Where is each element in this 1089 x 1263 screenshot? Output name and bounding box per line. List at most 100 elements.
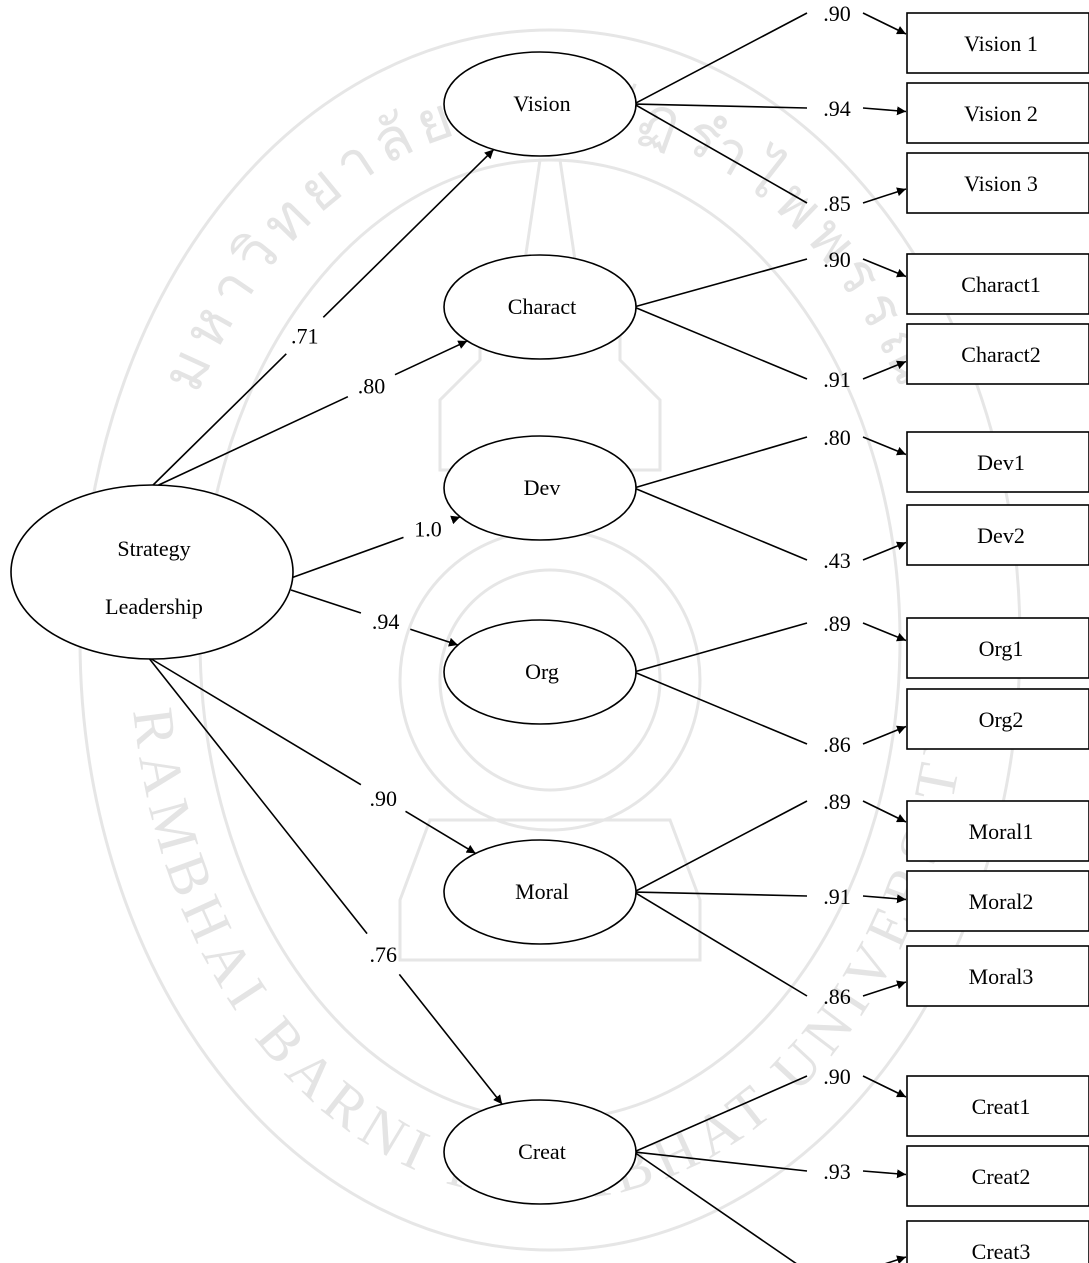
strategy-leadership-node — [10, 484, 294, 660]
coefficient-labels: .71.90.94.85.80.90.911.0.80.43.94.89.86.… — [291, 1, 851, 1263]
arrow-to-dev1 — [862, 436, 907, 456]
indicator-box-moral3 — [906, 945, 1089, 1007]
indicator-box-creat3 — [906, 1220, 1089, 1263]
loading-vision-1: .90 — [823, 1, 851, 26]
path-charact-to-charact1 — [633, 258, 808, 308]
loading-moral3: .86 — [823, 984, 851, 1009]
path-moral-to-moral2 — [633, 891, 808, 897]
path-creat-to-creat1 — [633, 1075, 808, 1153]
path-vision-to-vision-3 — [633, 103, 808, 204]
path-org-to-org2 — [633, 671, 808, 745]
indicator-label-moral2: Moral2 — [969, 889, 1034, 914]
path-root-to-org-arrow — [410, 628, 459, 647]
path-root-to-creat-a — [147, 656, 368, 935]
indicator-label-org1: Org1 — [979, 636, 1024, 661]
indicator-box-charact2 — [906, 323, 1089, 385]
factor-node-charact — [443, 254, 637, 360]
arrow-to-creat1 — [862, 1075, 907, 1098]
path-dev-to-dev1 — [633, 436, 808, 489]
arrow-to-charact2 — [862, 360, 907, 380]
factor-label-creat: Creat — [518, 1139, 566, 1164]
loading-vision-3: .85 — [823, 191, 851, 216]
arrow-to-vision-3 — [862, 187, 907, 204]
factor-node-dev — [443, 435, 637, 541]
path-root-to-vision-arrow — [322, 148, 495, 318]
loading-creat: .76 — [369, 942, 397, 967]
path-moral-to-moral1 — [633, 800, 808, 893]
indicator-box-charact1 — [906, 253, 1089, 315]
loading-charact2: .91 — [823, 367, 851, 392]
indicator-label-dev2: Dev2 — [977, 523, 1025, 548]
indicator-label-vision-1: Vision 1 — [964, 31, 1038, 56]
arrow-to-charact1 — [862, 258, 907, 278]
path-root-to-dev-arrow — [450, 515, 461, 525]
indicator-label-moral3: Moral3 — [969, 964, 1034, 989]
indicator-box-dev2 — [906, 504, 1089, 566]
loading-creat2: .93 — [823, 1159, 851, 1184]
loading-moral2: .91 — [823, 884, 851, 909]
loading-vision: .71 — [291, 324, 319, 349]
indicator-label-charact1: Charact1 — [961, 272, 1040, 297]
arrow-to-org2 — [862, 725, 907, 745]
path-root-to-dev-a — [290, 536, 404, 579]
indicator-box-creat1 — [906, 1075, 1089, 1137]
indicator-box-org1 — [906, 617, 1089, 679]
indicator-label-creat3: Creat3 — [972, 1239, 1031, 1263]
loading-dev: 1.0 — [414, 517, 442, 542]
loading-creat3: .86 — [823, 1259, 851, 1263]
indicator-box-vision-1 — [906, 12, 1089, 74]
arrow-to-creat3 — [884, 1255, 907, 1263]
path-root-to-moral-a — [147, 656, 362, 786]
indicator-box-dev1 — [906, 431, 1089, 493]
indicator-label-vision-2: Vision 2 — [964, 101, 1038, 126]
indicator-box-moral1 — [906, 800, 1089, 862]
arrow-to-vision-2 — [862, 106, 907, 116]
path-root-to-vision-a — [147, 353, 287, 491]
loading-org2: .86 — [823, 732, 851, 757]
path-org-to-org1 — [633, 622, 808, 673]
indicator-label-charact2: Charact2 — [961, 342, 1040, 367]
arrow-to-moral3 — [862, 980, 907, 997]
path-moral-to-moral3 — [633, 891, 808, 997]
indicator-label-org2: Org2 — [979, 707, 1024, 732]
loading-org1: .89 — [823, 611, 851, 636]
path-lines — [147, 12, 907, 1263]
path-vision-to-vision-2 — [633, 103, 808, 109]
loading-org: .94 — [372, 609, 400, 634]
factor-label-vision: Vision — [513, 91, 570, 116]
path-root-to-charact-a — [147, 395, 349, 491]
strategy-leadership-label-line1: Strategy — [117, 536, 190, 561]
path-root-to-creat-arrow — [398, 973, 503, 1105]
path-creat-to-creat3 — [633, 1151, 797, 1263]
loading-creat1: .90 — [823, 1064, 851, 1089]
factor-label-dev: Dev — [524, 475, 561, 500]
arrow-to-dev2 — [862, 541, 907, 561]
indicator-box-creat2 — [906, 1145, 1089, 1207]
path-root-to-moral-arrow — [405, 810, 477, 855]
arrow-to-creat2 — [862, 1169, 907, 1179]
indicator-label-creat1: Creat1 — [972, 1094, 1031, 1119]
factor-node-creat — [443, 1099, 637, 1205]
arrow-to-org1 — [862, 622, 907, 642]
factor-node-moral — [443, 839, 637, 945]
indicator-label-creat2: Creat2 — [972, 1164, 1031, 1189]
indicator-box-moral2 — [906, 870, 1089, 932]
indicator-box-vision-2 — [906, 82, 1089, 144]
factor-label-org: Org — [525, 659, 559, 684]
strategy-leadership-label-line2: Leadership — [105, 594, 203, 619]
arrow-to-vision-1 — [862, 12, 907, 35]
path-dev-to-dev2 — [633, 487, 808, 561]
loading-dev2: .43 — [823, 548, 851, 573]
factor-node-org — [443, 619, 637, 725]
loading-charact: .80 — [358, 374, 386, 399]
path-vision-to-vision-1 — [633, 12, 808, 105]
indicator-label-vision-3: Vision 3 — [964, 171, 1038, 196]
factor-node-vision — [443, 51, 637, 157]
path-charact-to-charact2 — [633, 306, 808, 380]
path-root-to-charact-arrow — [394, 340, 468, 376]
factor-label-moral: Moral — [515, 879, 569, 904]
loading-vision-2: .94 — [823, 96, 851, 121]
path-creat-to-creat2 — [633, 1151, 808, 1172]
